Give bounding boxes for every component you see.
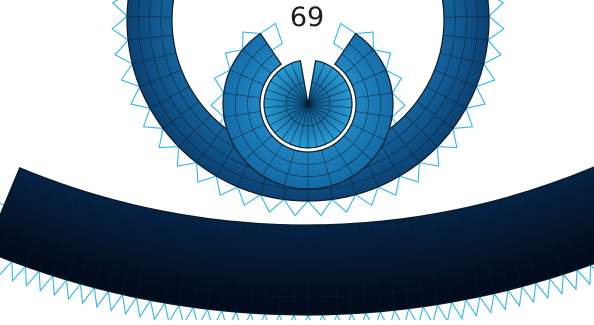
ring-1-end-flap-0 bbox=[333, 22, 356, 51]
ring-2-glue-tabs bbox=[111, 0, 505, 217]
ring-3-grid bbox=[0, 171, 594, 315]
ring-1-grid bbox=[223, 43, 393, 189]
page-number: 69 bbox=[289, 2, 325, 33]
ring-3-glue-tabs bbox=[0, 261, 594, 325]
ring-3-band bbox=[0, 166, 594, 316]
ring-1-end-flap-1 bbox=[260, 22, 283, 51]
ring-1-band bbox=[222, 32, 394, 190]
center-disc-grid bbox=[264, 63, 352, 148]
ring-bands bbox=[0, 0, 594, 316]
